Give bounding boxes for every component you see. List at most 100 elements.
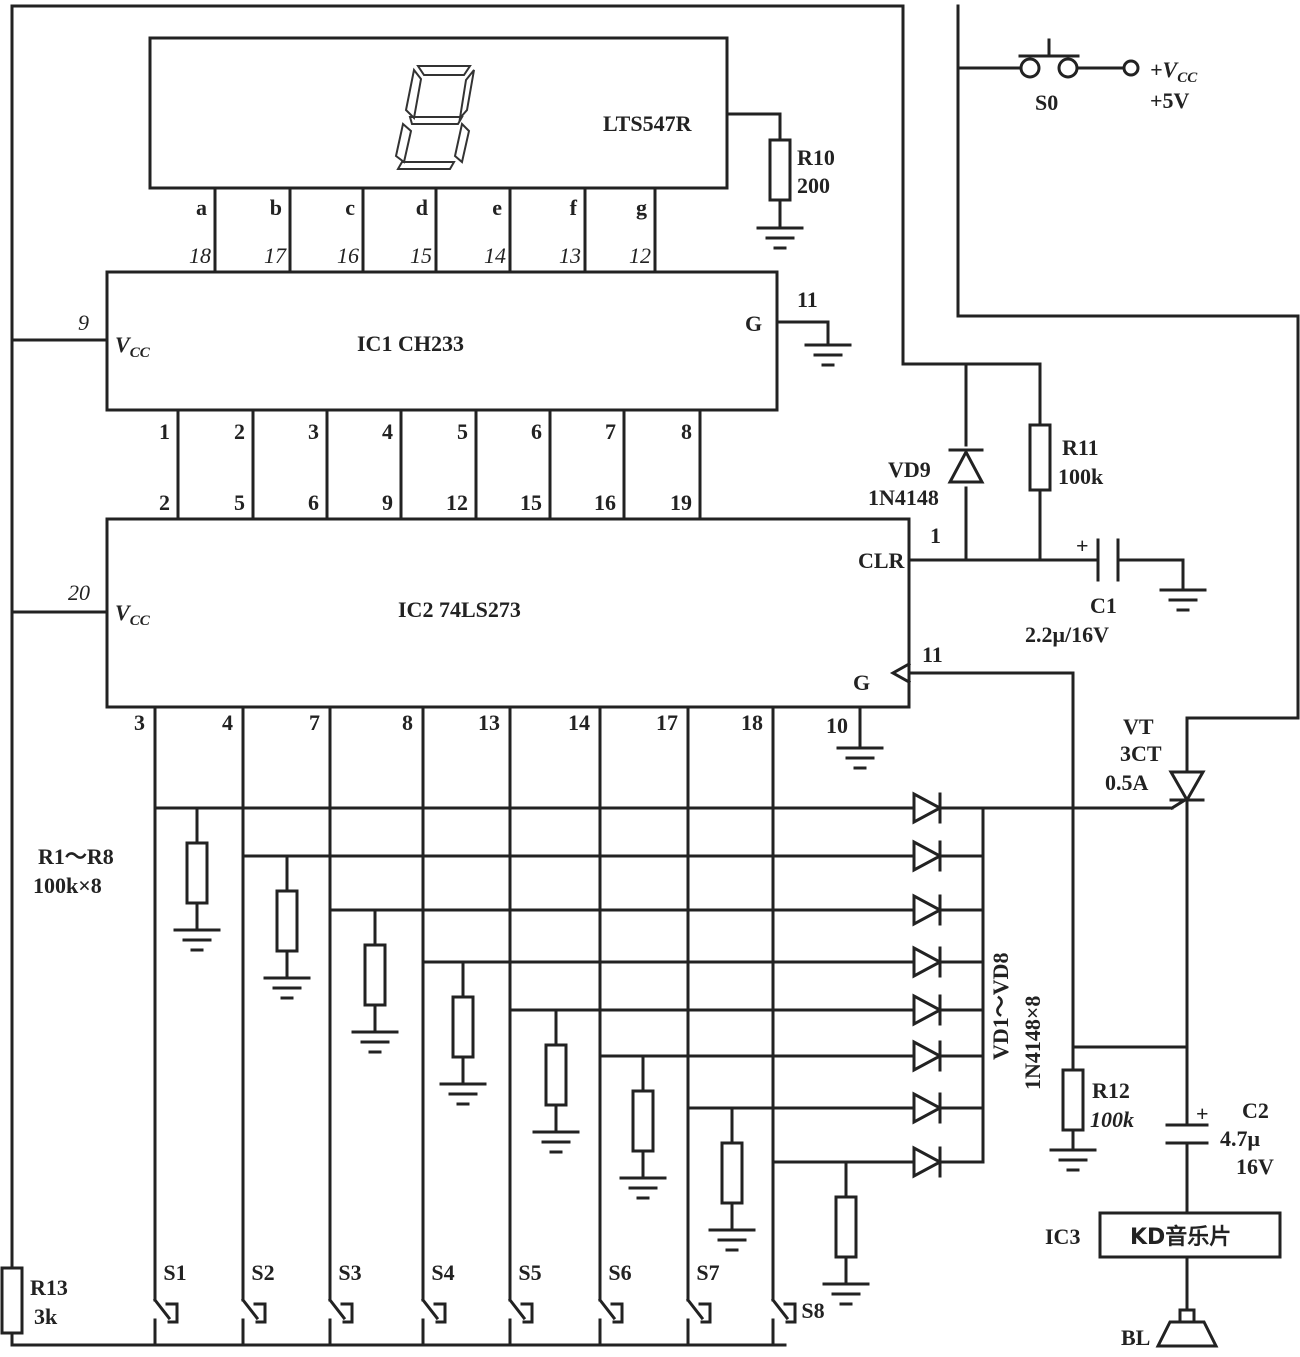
clock-input-marker xyxy=(889,661,912,685)
ic1-vcc-pin: 9 xyxy=(78,310,89,335)
ic1-input-pin-number: 1 xyxy=(159,419,170,444)
ic2-vcc-pin: 20 xyxy=(68,580,90,605)
vd1-vd8-part: 1N4148×8 xyxy=(1020,996,1045,1090)
vd1-vd8-name: VD1～VD8 xyxy=(988,952,1013,1060)
speaker-name: BL xyxy=(1121,1325,1150,1350)
steering-diode xyxy=(912,839,944,873)
ic2-q-pin-number: 12 xyxy=(446,490,468,515)
s0-pushbutton xyxy=(1018,38,1080,79)
ic2-d-pin-number: 13 xyxy=(478,710,500,735)
ic2-q-pin-number: 16 xyxy=(594,490,616,515)
ic1-input-pin-number: 2 xyxy=(234,419,245,444)
display-segment-label: c xyxy=(345,195,355,220)
switch-contact xyxy=(327,1297,347,1321)
r1-r8-value: 100k×8 xyxy=(33,873,102,898)
ic1-decoder xyxy=(105,270,779,412)
c1-capacitor: + xyxy=(1076,533,1120,582)
ic2-d-pin-number: 4 xyxy=(222,710,233,735)
ic2-d-pin-number: 14 xyxy=(568,710,590,735)
pull-down-resistor xyxy=(720,1141,744,1205)
ic2-q-pin-number: 6 xyxy=(308,490,319,515)
ic1-vcc-label: VCC xyxy=(115,332,151,361)
svg-text:+: + xyxy=(1076,533,1089,558)
display-segment-label: e xyxy=(492,195,502,220)
ic2-name: IC2 74LS273 xyxy=(398,597,521,622)
vd9-name: VD9 xyxy=(888,457,931,482)
r13-value: 3k xyxy=(34,1304,58,1329)
ic1-input-pin-number: 6 xyxy=(531,419,542,444)
r11-name: R11 xyxy=(1062,435,1099,460)
ic2-g-pin: 11 xyxy=(922,642,943,667)
steering-diode xyxy=(912,1091,944,1125)
vt-thyristor xyxy=(1168,770,1206,811)
vd9-part: 1N4148 xyxy=(868,485,939,510)
switch-actuator xyxy=(433,1302,447,1324)
steering-diode xyxy=(912,993,944,1027)
steering-diode xyxy=(912,791,944,825)
wiring xyxy=(10,4,1300,1347)
pull-down-resistor xyxy=(631,1089,655,1153)
steering-diode xyxy=(912,945,944,979)
supply-terminal xyxy=(1122,59,1140,77)
display-segment-label: f xyxy=(570,195,578,220)
vt-name: VT xyxy=(1123,714,1154,739)
ic1-input-pin-number: 4 xyxy=(382,419,393,444)
supply-label: +VCC xyxy=(1150,57,1198,86)
switch-contact xyxy=(597,1297,617,1321)
ic1-output-pin-number: 15 xyxy=(410,243,432,268)
switch-actuator xyxy=(610,1302,624,1324)
c2-value: 4.7μ xyxy=(1220,1126,1261,1151)
switch-actuator xyxy=(165,1302,179,1324)
switch-label: S5 xyxy=(518,1260,541,1285)
ic2-gnd-pin: 10 xyxy=(826,713,848,738)
ic2-q-pin-number: 9 xyxy=(382,490,393,515)
pull-down-resistor xyxy=(544,1043,568,1107)
r13-resistor xyxy=(0,1266,24,1335)
switch-label: S7 xyxy=(696,1260,719,1285)
switch-contact xyxy=(685,1297,705,1321)
r12-name: R12 xyxy=(1092,1078,1130,1103)
r1-r8-name: R1～R8 xyxy=(38,844,114,869)
pull-down-resistor xyxy=(363,943,387,1007)
vt-rating: 0.5A xyxy=(1105,770,1149,795)
switch-contact xyxy=(152,1297,172,1321)
ic2-clr-pin: 1 xyxy=(930,523,941,548)
c1-name: C1 xyxy=(1090,593,1117,618)
switch-actuator xyxy=(520,1302,534,1324)
ic2-d-pin-number: 3 xyxy=(134,710,145,735)
ic2-clr-label: CLR xyxy=(858,548,906,573)
ic2-d-pin-number: 17 xyxy=(656,710,678,735)
ic2-d-pin-number: 8 xyxy=(402,710,413,735)
s0-name: S0 xyxy=(1035,90,1058,115)
ic2-d-pin-number: 18 xyxy=(741,710,763,735)
ic1-g-pin: 11 xyxy=(797,287,818,312)
steering-diode xyxy=(912,1145,944,1179)
switch-label: S1 xyxy=(163,1260,186,1285)
c2-capacitor: + xyxy=(1165,1101,1209,1145)
r10-value: 200 xyxy=(797,173,830,198)
r13-name: R13 xyxy=(30,1275,68,1300)
switch-label: S2 xyxy=(251,1260,274,1285)
steering-diode xyxy=(912,1039,944,1073)
switch-actuator xyxy=(253,1302,267,1324)
ic1-output-pin-number: 16 xyxy=(337,243,359,268)
pull-down-resistor xyxy=(834,1195,858,1259)
ic2-q-pin-number: 19 xyxy=(670,490,692,515)
display-part-number: LTS547R xyxy=(603,111,693,136)
steering-diode xyxy=(912,893,944,927)
ic2-vcc-label: VCC xyxy=(115,600,151,629)
switch-contact xyxy=(770,1297,790,1321)
ic3-music-chip xyxy=(1098,1211,1282,1259)
pull-down-resistor xyxy=(275,889,299,953)
seven-segment-digit-icon xyxy=(394,65,475,170)
switch-label: S4 xyxy=(431,1260,454,1285)
c1-value: 2.2μ/16V xyxy=(1025,622,1109,647)
vd9-diode xyxy=(947,448,985,484)
r12-value: 100k xyxy=(1090,1107,1134,1132)
switch-actuator xyxy=(698,1302,712,1324)
switch-contact xyxy=(420,1297,440,1321)
ic1-name: IC1 CH233 xyxy=(357,331,464,356)
vt-part: 3CT xyxy=(1120,741,1162,766)
r11-resistor xyxy=(1028,423,1052,492)
